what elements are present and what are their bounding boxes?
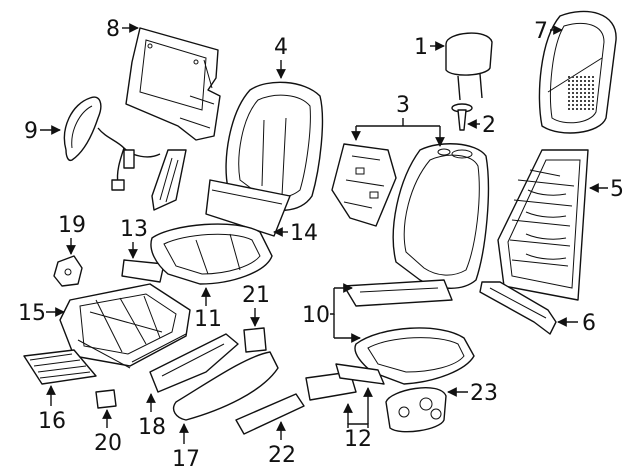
headrest-part — [445, 32, 493, 101]
callout-6: 6 — [557, 311, 596, 336]
rail-cover-part — [235, 393, 305, 435]
side-pad-with-harness-part — [63, 96, 161, 191]
pad-right-part — [335, 363, 385, 385]
callout-4: 4 — [274, 35, 288, 79]
callout-label-9: 9 — [24, 119, 38, 144]
callout-label-11: 11 — [194, 307, 222, 332]
callout-19: 19 — [58, 213, 86, 255]
callout-15: 15 — [18, 301, 65, 326]
small-pad-part — [121, 259, 165, 283]
callout-3: 3 — [351, 93, 445, 147]
floor-mat-part — [23, 349, 97, 385]
callout-label-15: 15 — [18, 301, 46, 326]
callout-17: 17 — [172, 423, 200, 471]
back-foam-insert-part — [331, 143, 397, 227]
seat-back-cushion-part — [392, 143, 490, 289]
callout-14: 14 — [273, 221, 318, 246]
seat-cushion-part — [354, 327, 475, 385]
seat-frame-part — [59, 283, 191, 369]
callout-1: 1 — [414, 35, 445, 60]
callout-label-5: 5 — [610, 177, 624, 202]
callout-10: 10 — [302, 283, 361, 343]
callout-22: 22 — [268, 421, 296, 468]
callout-16: 16 — [38, 385, 66, 434]
callout-label-21: 21 — [242, 283, 270, 308]
callout-label-17: 17 — [172, 447, 200, 471]
callout-7: 7 — [534, 19, 563, 44]
callout-label-14: 14 — [290, 221, 318, 246]
headrest-guide-part — [451, 103, 473, 131]
callout-label-10: 10 — [302, 303, 330, 328]
callout-label-19: 19 — [58, 213, 86, 238]
callout-label-13: 13 — [120, 217, 148, 242]
seat-back-cover-part — [225, 81, 324, 212]
callout-12: 12 — [343, 387, 373, 452]
callout-label-22: 22 — [268, 443, 296, 468]
callout-11: 11 — [194, 287, 222, 332]
callout-23: 23 — [447, 381, 498, 406]
callout-8: 8 — [106, 17, 139, 42]
side-bracket-part — [151, 149, 187, 211]
callout-label-16: 16 — [38, 409, 66, 434]
seat-cushion-cover-part — [150, 223, 273, 285]
callout-label-6: 6 — [582, 311, 596, 336]
callout-label-23: 23 — [470, 381, 498, 406]
callout-2: 2 — [467, 113, 496, 138]
callout-5: 5 — [589, 177, 624, 202]
callout-label-2: 2 — [482, 113, 496, 138]
switch-module-part — [385, 387, 447, 433]
callout-label-4: 4 — [274, 35, 288, 60]
seat-back-panel-part — [125, 27, 221, 141]
callout-label-18: 18 — [138, 415, 166, 440]
rear-back-panel-part — [538, 10, 617, 134]
callout-label-3: 3 — [396, 93, 410, 118]
latch-bracket-part — [243, 327, 267, 353]
callout-18: 18 — [138, 393, 166, 440]
callout-label-7: 7 — [534, 19, 548, 44]
rail-bar-part — [479, 281, 557, 335]
callout-label-1: 1 — [414, 35, 428, 60]
callout-label-20: 20 — [94, 431, 122, 456]
seat-back-frame-part — [497, 149, 589, 301]
callout-label-8: 8 — [106, 17, 120, 42]
callout-20: 20 — [94, 409, 122, 456]
side-trim-part — [172, 351, 279, 421]
clip-part — [95, 389, 117, 409]
heater-mat-part — [343, 279, 453, 307]
side-shield-part — [149, 333, 239, 393]
callout-21: 21 — [242, 283, 270, 327]
small-bracket-part — [53, 255, 83, 287]
callout-9: 9 — [24, 119, 61, 144]
callout-13: 13 — [120, 217, 148, 259]
callout-label-12: 12 — [344, 427, 372, 452]
